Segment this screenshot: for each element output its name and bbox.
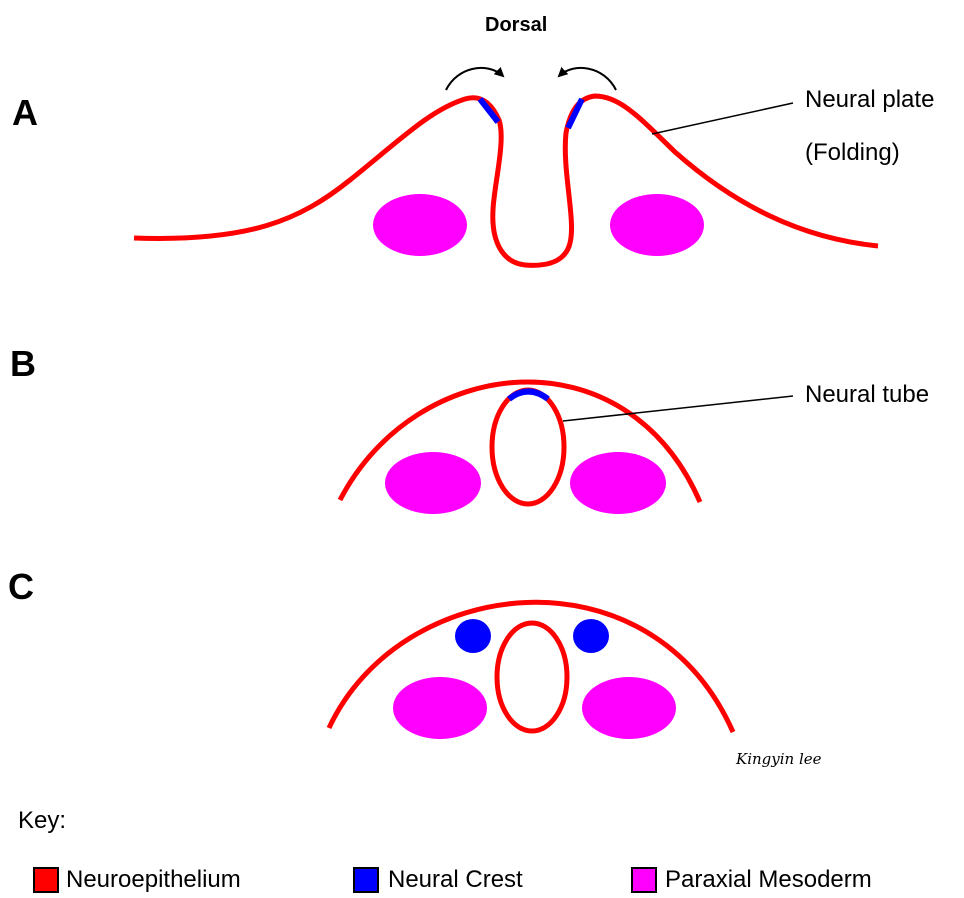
- legend-title: Key:: [18, 807, 66, 835]
- neural-tube-label: Neural tube: [805, 381, 929, 409]
- paraxial-mesoderm-right-a: [610, 194, 704, 256]
- neural-crest-cap-b: [509, 392, 548, 400]
- folding-label: (Folding): [805, 139, 900, 167]
- panel-b-drawing: [340, 382, 793, 514]
- legend-label-neural-crest: Neural Crest: [388, 866, 523, 894]
- legend-swatch-neural-crest: [353, 867, 379, 893]
- neural-plate-leader-line: [652, 103, 793, 134]
- paraxial-mesoderm-right-b: [570, 452, 666, 514]
- legend-label-paraxial-mesoderm: Paraxial Mesoderm: [665, 866, 872, 894]
- legend-swatch-paraxial-mesoderm: [631, 867, 657, 893]
- neural-crest-cell-right-c: [573, 619, 609, 653]
- panel-label-c: C: [8, 566, 34, 608]
- panel-c-drawing: [329, 602, 733, 739]
- neural-crest-cell-left-c: [455, 619, 491, 653]
- fold-arrow-left: [446, 68, 503, 90]
- paraxial-mesoderm-left-b: [385, 452, 481, 514]
- neural-plate-label: Neural plate: [805, 86, 934, 114]
- neural-tube-b: [492, 390, 564, 504]
- legend-label-neuroepithelium: Neuroepithelium: [66, 866, 241, 894]
- paraxial-mesoderm-left-a: [373, 194, 467, 256]
- dorsal-orientation-label: Dorsal: [485, 14, 547, 37]
- paraxial-mesoderm-right-c: [582, 677, 676, 739]
- neural-tube-leader-line: [563, 396, 793, 421]
- legend-swatch-neuroepithelium: [33, 867, 59, 893]
- paraxial-mesoderm-left-c: [393, 677, 487, 739]
- author-signature: Kingyin lee: [736, 750, 822, 768]
- panel-a-drawing: [134, 68, 878, 265]
- neuroepithelium-plate-a: [134, 96, 878, 265]
- panel-label-a: A: [12, 92, 38, 134]
- fold-arrow-right: [559, 68, 616, 90]
- panel-label-b: B: [10, 343, 36, 385]
- neural-tube-c: [497, 623, 567, 731]
